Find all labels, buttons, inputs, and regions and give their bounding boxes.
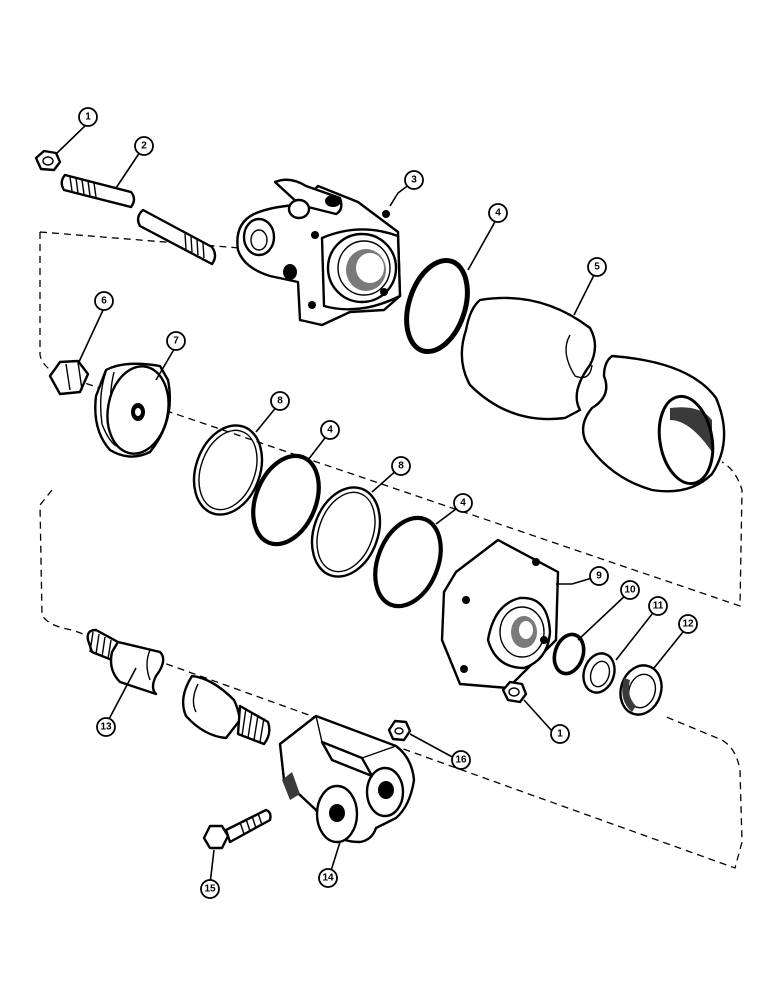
callout-8b: 8: [391, 456, 411, 476]
callout-8a: 8: [270, 391, 290, 411]
callout-label: 3: [411, 175, 417, 186]
callout-4b: 4: [320, 420, 340, 440]
callout-label: 8: [277, 396, 283, 407]
callout-10: 10: [620, 580, 640, 600]
callout-label: 12: [682, 619, 694, 630]
callout-label: 1: [85, 112, 91, 123]
callout-12: 12: [678, 614, 698, 634]
callout-label: 2: [141, 141, 147, 152]
backup-ring-part-8-left: [192, 424, 264, 516]
callout-label: 16: [455, 755, 467, 766]
nut-part-1: [34, 149, 62, 172]
callout-14: 14: [318, 868, 338, 888]
callout-2: 2: [134, 136, 154, 156]
callout-9: 9: [589, 566, 609, 586]
callout-3: 3: [404, 170, 424, 190]
assembly-outline-upper-top: [39, 231, 241, 249]
wiper-part-11: [582, 652, 616, 694]
callout-4a: 4: [488, 203, 508, 223]
callout-label: 13: [100, 722, 112, 733]
o-ring-part-4-lower: [373, 515, 443, 609]
assembly-outline-lower: [39, 489, 743, 869]
callout-16: 16: [451, 750, 471, 770]
callout-label: 4: [327, 425, 333, 436]
callout-11: 11: [648, 596, 668, 616]
callout-label: 15: [204, 884, 216, 895]
piston-part-7: [94, 362, 172, 458]
backup-ring-part-8-right: [310, 486, 382, 578]
callout-15: 15: [200, 879, 220, 899]
callout-label: 7: [173, 336, 179, 347]
callout-1b: 1: [550, 724, 570, 744]
callout-label: 8: [398, 461, 404, 472]
callout-label: 10: [624, 585, 636, 596]
callout-label: 6: [101, 296, 107, 307]
bolt-part-15: [202, 808, 272, 850]
tie-rod-part-2: [60, 173, 217, 266]
callout-4c: 4: [453, 493, 473, 513]
callout-1a: 1: [78, 107, 98, 127]
piston-rod-part-13: [86, 628, 271, 746]
ring-part-10: [552, 632, 586, 676]
nut-part-1-lower: [501, 680, 528, 704]
nut-part-16: [387, 719, 412, 742]
clevis-part-14: [278, 714, 416, 844]
callout-label: 11: [653, 601, 664, 612]
seal-part-12: [619, 664, 663, 716]
callout-6: 6: [94, 291, 114, 311]
callout-13: 13: [96, 717, 116, 737]
callout-label: 9: [596, 571, 602, 582]
callout-label: 14: [322, 873, 334, 884]
callout-5: 5: [587, 257, 607, 277]
nut-part-6: [48, 359, 90, 396]
callout-label: 4: [460, 498, 466, 509]
callout-label: 1: [557, 729, 563, 740]
gland-part-9: [440, 538, 560, 690]
cylinder-head-part-3: [236, 178, 402, 327]
callout-7: 7: [166, 331, 186, 351]
o-ring-part-4-middle: [251, 453, 321, 547]
assembly-outline-upper: [39, 232, 743, 607]
o-ring-part-4-upper: [404, 257, 470, 355]
cylinder-tube-part-5: [460, 296, 726, 493]
callout-label: 4: [495, 208, 501, 219]
callout-label: 5: [594, 262, 600, 273]
